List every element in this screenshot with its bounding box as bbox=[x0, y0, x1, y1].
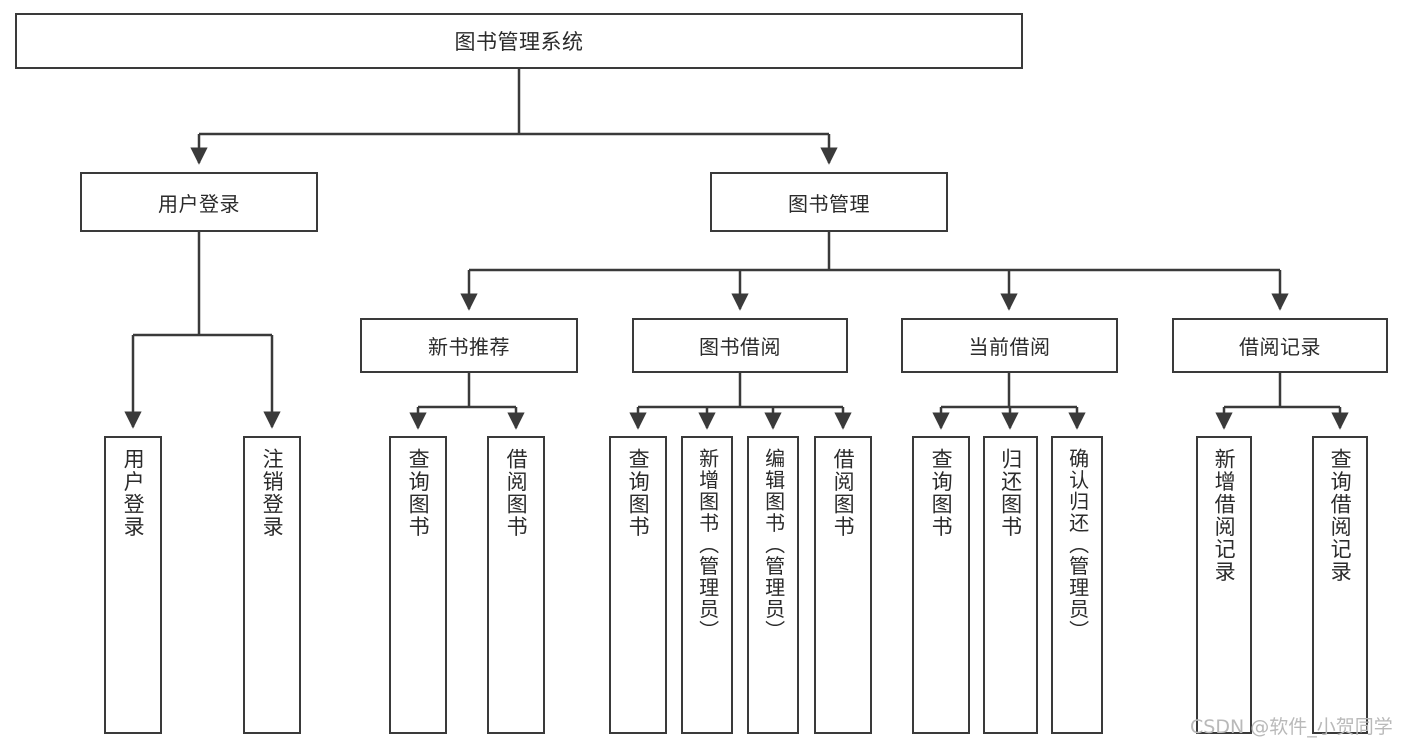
node-leaf-query-book-3[interactable]: 查询图书 bbox=[912, 436, 970, 734]
node-new-book-rec-label: 新书推荐 bbox=[428, 335, 510, 359]
node-leaf-borrow-book-1[interactable]: 借阅图书 bbox=[487, 436, 545, 734]
node-leaf-query-record[interactable]: 查询借阅记录 bbox=[1312, 436, 1368, 734]
node-book-manage[interactable]: 图书管理 bbox=[710, 172, 948, 232]
node-leaf-user-login-label: 用户登录 bbox=[121, 448, 146, 538]
node-leaf-query-book-1[interactable]: 查询图书 bbox=[389, 436, 447, 734]
node-root-label: 图书管理系统 bbox=[454, 30, 584, 54]
node-leaf-return-book-label: 归还图书 bbox=[998, 448, 1023, 538]
node-borrow-record-label: 借阅记录 bbox=[1239, 335, 1321, 359]
node-leaf-add-book-label: 新增图书（管理员） bbox=[695, 448, 720, 642]
node-leaf-borrow-book-2-label: 借阅图书 bbox=[831, 448, 856, 538]
node-leaf-user-login[interactable]: 用户登录 bbox=[104, 436, 162, 734]
node-user-login[interactable]: 用户登录 bbox=[80, 172, 318, 232]
node-book-borrow-label: 图书借阅 bbox=[699, 335, 781, 359]
node-leaf-add-book[interactable]: 新增图书（管理员） bbox=[681, 436, 733, 734]
node-leaf-query-record-label: 查询借阅记录 bbox=[1328, 448, 1353, 583]
node-leaf-confirm-return[interactable]: 确认归还（管理员） bbox=[1051, 436, 1103, 734]
node-leaf-edit-book[interactable]: 编辑图书（管理员） bbox=[747, 436, 799, 734]
node-leaf-add-record-label: 新增借阅记录 bbox=[1212, 448, 1237, 583]
node-leaf-logout[interactable]: 注销登录 bbox=[243, 436, 301, 734]
node-current-borrow[interactable]: 当前借阅 bbox=[901, 318, 1118, 373]
node-current-borrow-label: 当前借阅 bbox=[968, 335, 1051, 359]
node-new-book-rec[interactable]: 新书推荐 bbox=[360, 318, 578, 373]
watermark: CSDN @软件_小贺同学 bbox=[1190, 716, 1393, 738]
node-leaf-query-book-3-label: 查询图书 bbox=[929, 448, 954, 538]
node-leaf-query-book-2-label: 查询图书 bbox=[626, 448, 651, 538]
node-leaf-edit-book-label: 编辑图书（管理员） bbox=[761, 448, 786, 642]
node-leaf-return-book[interactable]: 归还图书 bbox=[983, 436, 1038, 734]
node-book-manage-label: 图书管理 bbox=[788, 191, 870, 216]
node-user-login-label: 用户登录 bbox=[158, 191, 240, 216]
node-borrow-record[interactable]: 借阅记录 bbox=[1172, 318, 1388, 373]
node-root[interactable]: 图书管理系统 bbox=[15, 13, 1023, 69]
node-leaf-add-record[interactable]: 新增借阅记录 bbox=[1196, 436, 1252, 734]
node-leaf-query-book-2[interactable]: 查询图书 bbox=[609, 436, 667, 734]
node-leaf-borrow-book-1-label: 借阅图书 bbox=[504, 448, 529, 538]
node-leaf-borrow-book-2[interactable]: 借阅图书 bbox=[814, 436, 872, 734]
node-leaf-query-book-1-label: 查询图书 bbox=[406, 448, 431, 538]
node-book-borrow[interactable]: 图书借阅 bbox=[632, 318, 848, 373]
node-leaf-confirm-return-label: 确认归还（管理员） bbox=[1065, 448, 1090, 642]
node-leaf-logout-label: 注销登录 bbox=[260, 448, 285, 538]
